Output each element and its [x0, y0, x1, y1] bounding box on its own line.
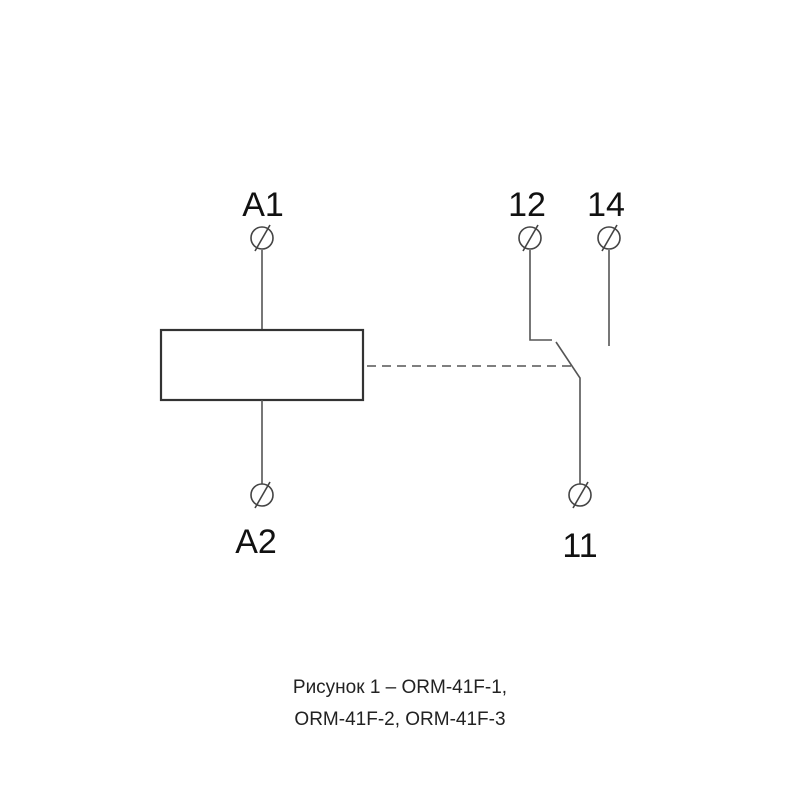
relay-coil: [159, 328, 365, 402]
label-a2: A2: [235, 523, 277, 561]
label-14: 14: [587, 186, 625, 224]
label-11: 11: [562, 527, 597, 565]
figure-caption-line-2: ORM-41F-2, ORM-41F-3: [294, 709, 506, 730]
contact-nc-wire: [529, 250, 552, 341]
terminal-14: [597, 224, 621, 252]
contact-common-blade: [555, 341, 581, 484]
label-a1: A1: [242, 186, 284, 224]
figure-caption-line-1: Рисунок 1 – ORM-41F-1,: [292, 677, 508, 698]
label-12: 12: [508, 186, 546, 224]
terminal-a2: [250, 481, 274, 509]
terminal-11: [568, 481, 592, 509]
terminal-a1: [250, 224, 274, 252]
terminal-12: [518, 224, 542, 252]
